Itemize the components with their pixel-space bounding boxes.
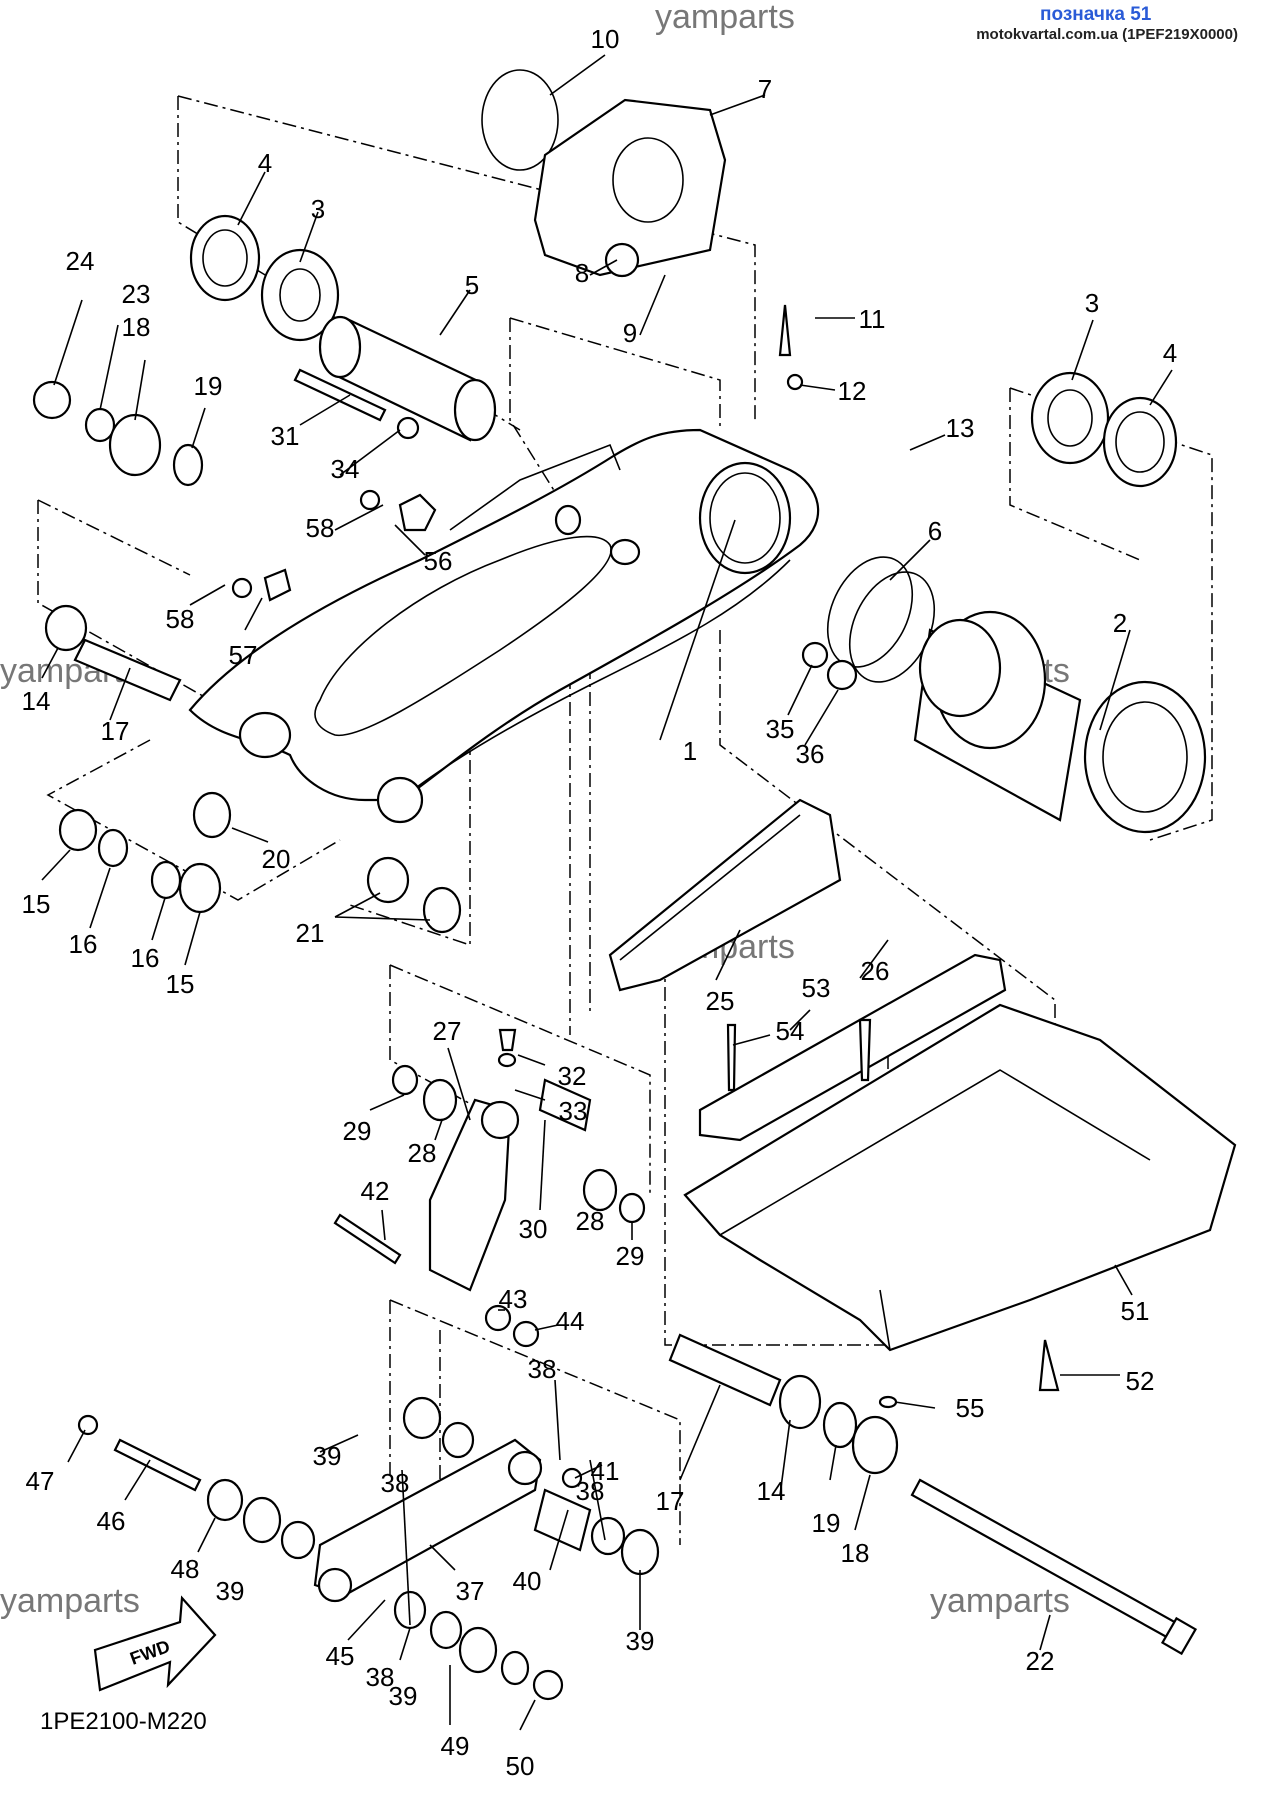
watermark-bottom-right: yamparts xyxy=(930,1582,1070,1620)
diagram-code: 1PE2100-M220 xyxy=(40,1708,207,1735)
callout-11: 11 xyxy=(859,304,886,334)
callout-18: 18 xyxy=(122,312,151,342)
callout-28: 28 xyxy=(408,1138,437,1168)
callout-43: 43 xyxy=(499,1284,528,1314)
callout-51: 51 xyxy=(1121,1296,1150,1326)
callout-39: 39 xyxy=(626,1626,655,1656)
callout-15: 15 xyxy=(22,889,51,919)
callout-38: 38 xyxy=(381,1468,410,1498)
relay-arm xyxy=(428,1098,520,1292)
callout-55: 55 xyxy=(956,1393,985,1423)
callout-32: 32 xyxy=(558,1061,587,1091)
callout-41: 41 xyxy=(591,1456,620,1486)
callout-46: 46 xyxy=(97,1506,126,1536)
callout-39: 39 xyxy=(313,1441,342,1471)
pivot-bolt xyxy=(910,1478,1198,1656)
watermark-top: yamparts xyxy=(655,0,795,36)
callout-7: 7 xyxy=(758,74,772,104)
header-title: позначка 51 xyxy=(1040,4,1152,25)
callout-19: 19 xyxy=(194,371,223,401)
callout-29: 29 xyxy=(343,1116,372,1146)
right-bearings xyxy=(1030,371,1178,488)
leader-lines xyxy=(41,54,1173,1731)
connecting-rod xyxy=(313,1438,543,1603)
swingarm xyxy=(188,428,820,824)
callout-17: 17 xyxy=(101,716,130,746)
callout-29: 29 xyxy=(616,1241,645,1271)
callout-4: 4 xyxy=(1163,338,1177,368)
callout-56: 56 xyxy=(424,546,453,576)
callout-47: 47 xyxy=(26,1466,55,1496)
callout-24: 24 xyxy=(66,246,95,276)
callout-36: 36 xyxy=(796,739,825,769)
callout-52: 52 xyxy=(1126,1366,1155,1396)
callout-4: 4 xyxy=(258,148,272,178)
callout-19: 19 xyxy=(812,1508,841,1538)
callout-8: 8 xyxy=(575,258,589,288)
callout-3: 3 xyxy=(311,194,325,224)
chain-guard xyxy=(698,953,1007,1142)
callout-50: 50 xyxy=(506,1751,535,1781)
callout-30: 30 xyxy=(519,1214,548,1244)
chain-guide xyxy=(608,798,842,992)
callout-16: 16 xyxy=(131,943,160,973)
callout-45: 45 xyxy=(326,1641,355,1671)
callout-38: 38 xyxy=(366,1662,395,1692)
callout-25: 25 xyxy=(706,986,735,1016)
header-subtitle: motokvartal.com.ua (1PEF219X0000) xyxy=(976,26,1238,43)
callout-22: 22 xyxy=(1026,1646,1055,1676)
assembly-lines xyxy=(37,95,1213,1545)
callout-9: 9 xyxy=(623,318,637,348)
callout-27: 27 xyxy=(433,1016,462,1046)
callout-20: 20 xyxy=(262,844,291,874)
fwd-arrow-icon: FWD xyxy=(93,1595,217,1692)
callout-18: 18 xyxy=(841,1538,870,1568)
callout-38: 38 xyxy=(576,1476,605,1506)
callout-49: 49 xyxy=(441,1731,470,1761)
callout-44: 44 xyxy=(556,1306,585,1336)
callout-13: 13 xyxy=(946,413,975,443)
callout-57: 57 xyxy=(229,640,258,670)
callout-26: 26 xyxy=(861,956,890,986)
callout-21: 21 xyxy=(296,918,325,948)
callout-39: 39 xyxy=(216,1576,245,1606)
callout-14: 14 xyxy=(22,686,51,716)
callout-12: 12 xyxy=(838,376,867,406)
callout-42: 42 xyxy=(361,1176,390,1206)
callout-38: 38 xyxy=(528,1354,557,1384)
callout-2: 2 xyxy=(1113,608,1127,638)
callout-35: 35 xyxy=(766,714,795,744)
bolts xyxy=(113,304,1060,1492)
callout-23: 23 xyxy=(122,279,151,309)
callout-58: 58 xyxy=(306,513,335,543)
pivot-shaft xyxy=(913,610,1207,834)
callout-33: 33 xyxy=(559,1096,588,1126)
callout-1: 1 xyxy=(683,736,697,766)
mudguard xyxy=(683,1003,1237,1352)
callout-3: 3 xyxy=(1085,288,1099,318)
callout-28: 28 xyxy=(576,1206,605,1236)
callout-15: 15 xyxy=(166,969,195,999)
callout-6: 6 xyxy=(928,516,942,546)
callout-40: 40 xyxy=(513,1566,542,1596)
top-bearings xyxy=(189,214,497,442)
callout-37: 37 xyxy=(456,1576,485,1606)
callout-34: 34 xyxy=(331,454,360,484)
watermark-bottom-left: yamparts xyxy=(0,1582,140,1620)
callout-17: 17 xyxy=(656,1486,685,1516)
callout-10: 10 xyxy=(591,24,620,54)
callout-58: 58 xyxy=(166,604,195,634)
callout-54: 54 xyxy=(776,1016,805,1046)
callout-14: 14 xyxy=(757,1476,786,1506)
callout-39: 39 xyxy=(389,1681,418,1711)
callout-16: 16 xyxy=(69,929,98,959)
callout-48: 48 xyxy=(171,1554,200,1584)
circlip-and-bracket xyxy=(481,69,727,278)
callout-53: 53 xyxy=(802,973,831,1003)
callout-31: 31 xyxy=(271,421,300,451)
small-parts xyxy=(32,373,899,1701)
callout-5: 5 xyxy=(465,270,479,300)
